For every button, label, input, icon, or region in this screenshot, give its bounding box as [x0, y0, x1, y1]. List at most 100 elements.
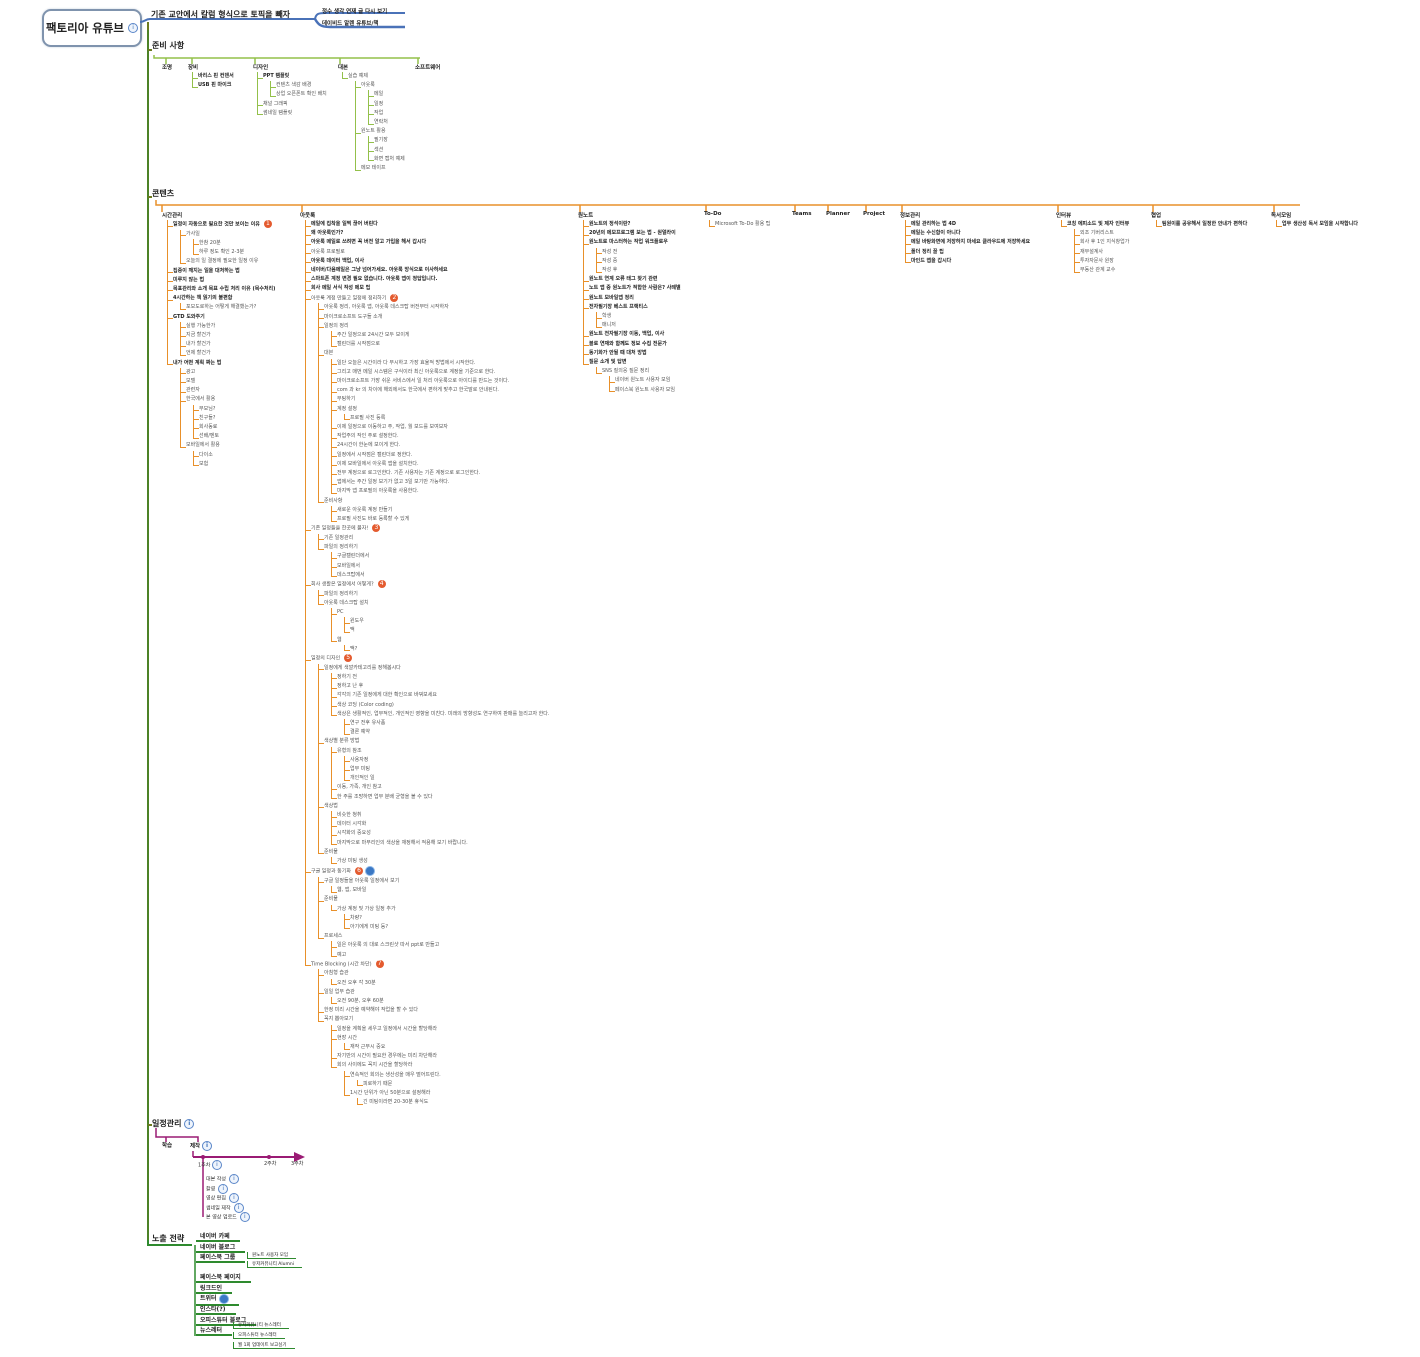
mindmap-node[interactable]: 아웃룩 메일로 쓰려면 꼭 버전 알고 가입을 해서 갑시다 [305, 238, 549, 249]
mindmap-node[interactable]: 파일의 정리하기 [318, 589, 549, 601]
prep-column-heading[interactable]: 조명 [162, 65, 173, 71]
mindmap-node[interactable]: 페이스북 원노트 사용자 모임 [609, 385, 681, 395]
mindmap-node[interactable]: 부동산 관계 교수 [1074, 266, 1129, 275]
mindmap-node[interactable]: 한참 20분 [193, 238, 275, 250]
mindmap-node[interactable]: 업무 생산성 독서 모임을 시작합니다 [1276, 220, 1358, 229]
mindmap-node[interactable]: 스마트폰 계정 변경 필요 없습니다. 아웃룩 앱이 정답입니다. [305, 275, 549, 286]
exposure-sub-item[interactable]: 월 1회 업데이트 보고싶기 [233, 1342, 295, 1350]
mindmap-node[interactable]: 시각화의 중요성 [331, 829, 549, 840]
mindmap-node[interactable]: 이제 모바일에서 아웃룩 앱을 설치한다. [331, 459, 549, 471]
mindmap-node[interactable]: 지금 할건가 [180, 330, 275, 342]
mindmap-node[interactable]: 보험 [193, 459, 275, 469]
mindmap-node[interactable]: 메일 바탕화면에 저장하지 마세요 클라우드에 저장하세요 [905, 238, 1030, 249]
mindmap-node[interactable]: 모바일에서 [331, 561, 549, 572]
mindmap-node[interactable]: 원노트 연계 오류 태그 찾기 관련 [583, 275, 681, 286]
mindmap-node[interactable]: 마이크로소프트 도구들 소개 [318, 312, 549, 323]
mindmap-node[interactable]: 네이버 원노트 사용자 모임 [609, 376, 681, 387]
exposure-item[interactable]: 페이스북 그룹 [196, 1252, 246, 1264]
mindmap-node[interactable]: 긴 미팅이라면 20-30분 휴식도 [357, 1098, 549, 1107]
info-icon[interactable]: i [218, 1183, 229, 1194]
info-icon[interactable]: i [229, 1174, 239, 1184]
mindmap-node[interactable]: 목표관리와 소개 목표 수립 처리 이유 (목수처리) [167, 284, 275, 296]
prep-column-heading[interactable]: 장비 [188, 65, 199, 71]
root-node[interactable]: 팩토리아 유튜브 i [42, 9, 142, 47]
mindmap-node[interactable]: 컨텐츠 색감 배경 [270, 81, 327, 92]
mindmap-node[interactable]: 앱에서는 주간 일정 보기가 없고 3일 보기만 가능하다. [331, 478, 549, 489]
mindmap-node[interactable]: 캘린더를 시작점으로 [331, 340, 549, 349]
info-icon[interactable]: i [128, 23, 139, 33]
mindmap-node[interactable]: 회사 후 1인 지식창업가 [1074, 238, 1129, 249]
top-branch-title[interactable]: 기존 교안에서 칼럼 형식으로 토픽을 빼자 [151, 10, 291, 19]
mindmap-node[interactable]: 학생 [596, 312, 681, 323]
mindmap-node[interactable]: 오늘의 일 결정에 필요한 일정 이유 [180, 257, 275, 266]
exposure-item[interactable]: 오피스튜터 블로그 [196, 1315, 257, 1326]
info-icon[interactable]: i [229, 1193, 239, 1203]
mindmap-node[interactable]: 정하고 난 후 [331, 682, 549, 693]
exposure-item[interactable]: 네이버 카페 [196, 1231, 240, 1242]
schedule-title[interactable]: 일정관리 i [152, 1118, 195, 1129]
prep-title[interactable]: 준비 사항 [152, 41, 185, 50]
mindmap-node[interactable]: 연구 전후 유사품 [344, 718, 549, 730]
exposure-item[interactable]: 트위터 [196, 1293, 239, 1306]
contents-column-heading[interactable]: 독서모임 [1271, 213, 1292, 219]
contents-column-heading[interactable]: To-Do [704, 211, 722, 217]
mindmap-node[interactable]: 필기장 [368, 136, 405, 147]
mindmap-node[interactable]: 마이크로소프트 가장 쉬운 서비스에서 일 처리 아웃룩으로 아이디를 만드는 … [331, 376, 549, 388]
mindmap-node[interactable]: 채널 그래픽 [257, 99, 327, 111]
top-branch-child-1[interactable]: 정수 생각 연재 글 다시 보기 [322, 9, 388, 15]
mindmap-node[interactable]: 네이버/다음메일은 그냥 넘어가세요. 아웃룩 방식으로 이사하세요 [305, 266, 549, 277]
contents-title[interactable]: 콘텐츠 [152, 189, 175, 198]
mindmap-node[interactable]: 피로하기 때문 [357, 1079, 549, 1089]
mindmap-node[interactable]: 부팅하기 [331, 395, 549, 406]
contents-column-heading[interactable]: 정보관리 [900, 213, 921, 219]
prep-column-heading[interactable]: 디자인 [253, 65, 269, 71]
mindmap-node[interactable]: 사용자정 [344, 755, 549, 767]
mindmap-node[interactable]: 미루지 않는 법 [167, 275, 275, 287]
mindmap-node[interactable]: 한 주를 조망하면 업무 분배 균형을 볼 수 있다 [331, 792, 549, 802]
mindmap-node[interactable]: 메일는 수신함이 아니다 [905, 229, 1030, 240]
mindmap-node[interactable]: 맥 [344, 626, 549, 635]
mindmap-node[interactable]: 기존 일정관리 [318, 533, 549, 545]
mindmap-node[interactable]: 아웃룩 데이터 백업, 이사 [305, 256, 549, 268]
globe-link-icon[interactable] [364, 866, 375, 877]
mindmap-node[interactable]: 썸네일 템플릿 [257, 108, 327, 118]
mindmap-node[interactable]: 색상 코딩 (Color coding) [331, 700, 549, 711]
mindmap-node[interactable]: 차량? [344, 913, 549, 925]
info-icon[interactable]: i [211, 1160, 222, 1170]
contents-column-heading[interactable]: 원노트 [578, 213, 594, 219]
mindmap-node[interactable]: 포모도로하는 어떻게 해결했는가? [180, 303, 275, 312]
exposure-item[interactable]: 인스타(?) [196, 1304, 236, 1315]
schedule-child-production[interactable]: 제작 i [190, 1141, 213, 1151]
mindmap-node[interactable]: 일정에서 시작점은 캘린더로 정한다. [331, 450, 549, 462]
mindmap-node[interactable]: 화면 캡처 예제 [368, 154, 405, 164]
mindmap-node[interactable]: 폴더 정리 꿀 팁 [905, 247, 1030, 259]
mindmap-node[interactable]: 연락처 [368, 118, 405, 127]
mindmap-node[interactable]: 선배/멘토 [193, 432, 275, 441]
contents-column-heading[interactable]: Planner [826, 211, 850, 217]
mindmap-node[interactable]: 원노트의 정석이란? [583, 220, 681, 231]
mindmap-node[interactable]: 한정 미리 시간을 예약해야 작업을 할 수 있다 [318, 1006, 549, 1017]
mindmap-node[interactable]: 연속적인 회의는 생산성을 매우 떨어뜨린다.피로하기 때문 [344, 1070, 549, 1091]
mindmap-node[interactable]: 친구들? [193, 413, 275, 425]
